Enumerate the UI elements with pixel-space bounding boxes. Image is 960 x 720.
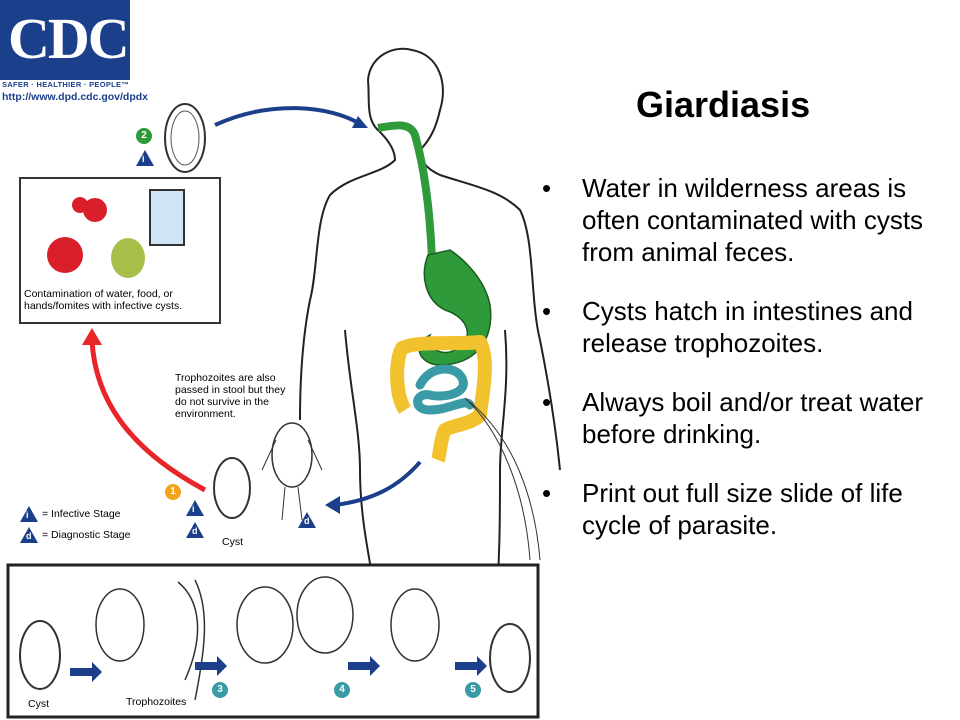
- bullet-item: • Water in wilderness areas is often cont…: [540, 172, 950, 268]
- bullet-dot: •: [542, 296, 552, 326]
- trophozoite-note: Trophozoites are also passed in stool bu…: [175, 372, 286, 420]
- bullet-item: • Cysts hatch in intestines and release t…: [540, 295, 950, 359]
- arrow-to-stool-head: [325, 496, 340, 514]
- dividing-trophozoite-right-icon: [296, 576, 354, 654]
- legend-diagnostic-label: = Diagnostic Stage: [42, 529, 131, 541]
- stool-cyst-icon: [213, 457, 251, 519]
- trophozoite-icon: [390, 588, 440, 662]
- bottom-cyst-label: Cyst: [28, 698, 49, 710]
- dividing-trophozoite-left-icon: [236, 586, 294, 664]
- cdc-logo: [0, 0, 130, 80]
- diagnostic-symbol: d: [192, 526, 198, 536]
- raspberry-icon: [83, 198, 107, 222]
- diagnostic-stage-icon: d: [186, 522, 204, 538]
- arrow-to-mouth-head: [352, 116, 368, 128]
- cdc-tagline: SAFER · HEALTHIER · PEOPLE™: [2, 80, 130, 89]
- cdc-logo-text: CDC: [8, 6, 130, 71]
- step-2-marker: 2: [136, 128, 152, 144]
- excyst-trophozoite-icon: [95, 588, 145, 662]
- diagnostic-symbol: d: [304, 516, 310, 526]
- bullet-item: • Print out full size slide of life cycle…: [540, 477, 950, 541]
- source-url[interactable]: http://www.dpd.cdc.gov/dpdx: [2, 91, 149, 103]
- bullet-text: Always boil and/or treat water before dr…: [582, 387, 924, 449]
- bullet-list: • Water in wilderness areas is often cont…: [540, 172, 950, 568]
- stool-trophozoite-icon: [271, 422, 313, 488]
- esophagus: [377, 121, 436, 261]
- step-3-marker: 3: [212, 682, 228, 698]
- bullet-dot: •: [542, 387, 552, 417]
- arrow-to-stool: [334, 460, 422, 507]
- step-5-marker: 5: [465, 682, 481, 698]
- bullet-dot: •: [542, 478, 552, 508]
- infective-stage-icon: i: [136, 150, 154, 166]
- cyst-label: Cyst: [222, 536, 243, 548]
- twisted-trophozoite-icon: [177, 579, 206, 701]
- step-1-marker: 1: [165, 484, 181, 500]
- arrow-to-mouth: [214, 106, 364, 127]
- trophozoites-label: Trophozoites: [126, 696, 187, 708]
- infective-symbol: i: [192, 504, 195, 514]
- cyst-icon: [164, 103, 206, 173]
- bullet-text: Print out full size slide of life cycle …: [582, 478, 903, 540]
- infective-symbol: i: [142, 154, 145, 164]
- large-intestine: [390, 335, 492, 463]
- bottom-cyst-icon: [19, 620, 61, 690]
- infective-symbol: i: [26, 510, 29, 520]
- new-cyst-icon: [489, 623, 531, 693]
- bullet-text: Cysts hatch in intestines and release tr…: [582, 296, 913, 358]
- pear-icon: [111, 238, 145, 278]
- infective-stage-icon: i: [186, 500, 204, 516]
- step-arrows: [70, 656, 487, 682]
- contamination-caption: Contamination of water, food, or hands/f…: [24, 288, 183, 312]
- apple-icon: [47, 237, 83, 273]
- glass-icon: [149, 189, 185, 246]
- arrow-environment: [89, 339, 207, 493]
- bullet-dot: •: [542, 173, 552, 203]
- diagnostic-symbol: d: [26, 531, 32, 541]
- bullet-text: Water in wilderness areas is often conta…: [582, 173, 924, 267]
- bullet-item: • Always boil and/or treat water before d…: [540, 386, 950, 450]
- slide-title: Giardiasis: [636, 84, 811, 125]
- legend-diagnostic-icon: d: [20, 527, 38, 543]
- small-intestine: [413, 364, 475, 415]
- legend-infective-label: = Infective Stage: [42, 508, 121, 520]
- legend-infective-icon: i: [20, 506, 38, 522]
- arrow-environment-head: [82, 328, 102, 345]
- diagnostic-stage-icon: d: [298, 512, 316, 528]
- zoom-line: [464, 397, 541, 561]
- step-4-marker: 4: [334, 682, 350, 698]
